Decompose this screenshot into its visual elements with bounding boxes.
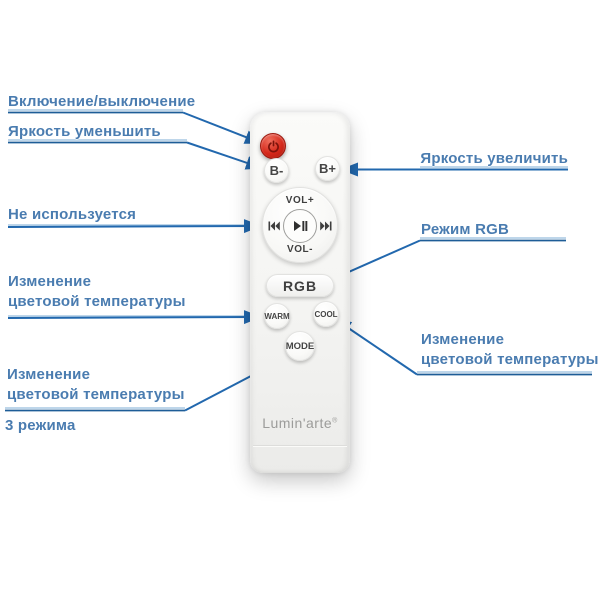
label-temp-right-line1: Изменение xyxy=(421,331,505,348)
play-pause-button[interactable] xyxy=(283,209,317,243)
label-temp-left: Изменение цветовой температуры xyxy=(8,272,186,312)
skip-back-icon[interactable] xyxy=(268,221,280,231)
label-temp-left-line1: Изменение xyxy=(8,273,92,290)
battery-cover-seam xyxy=(253,445,347,447)
power-icon xyxy=(267,140,279,152)
volume-up-label[interactable]: VOL+ xyxy=(285,195,315,206)
label-brightness-down: Яркость уменьшить xyxy=(8,123,161,140)
label-temp-bottom: Изменение цветовой температуры xyxy=(7,365,185,405)
warm-button[interactable]: WARM xyxy=(264,303,290,329)
label-rgb-mode: Режим RGB xyxy=(421,221,510,238)
brand-name: Lumin'arte xyxy=(262,415,333,431)
skip-forward-icon[interactable] xyxy=(320,221,332,231)
mode-button[interactable]: MODE xyxy=(285,331,315,361)
brand-registered-mark: ® xyxy=(332,417,338,425)
remote-control: B- B+ VOL+ VOL- RGB WARM COOL MODE Lumin… xyxy=(250,112,350,473)
media-pad: VOL+ VOL- xyxy=(262,187,338,263)
label-not-used: Не используется xyxy=(8,206,137,223)
label-temp-right-line2: цветовой температуры xyxy=(421,351,599,368)
brightness-plus-button[interactable]: B+ xyxy=(315,156,340,181)
brightness-minus-button[interactable]: B- xyxy=(264,158,289,183)
rgb-button[interactable]: RGB xyxy=(266,274,334,297)
volume-down-label[interactable]: VOL- xyxy=(287,244,313,255)
label-temp-right: Изменение цветовой температуры xyxy=(421,330,599,370)
brand-logo: Lumin'arte® xyxy=(250,415,350,431)
cool-button[interactable]: COOL xyxy=(313,301,339,327)
power-button[interactable] xyxy=(260,133,286,159)
label-temp-bottom-line1: Изменение xyxy=(7,366,91,383)
label-brightness-up: Яркость увеличить xyxy=(420,150,568,167)
label-temp-bottom-line2: цветовой температуры xyxy=(7,386,185,403)
play-pause-icon xyxy=(293,221,307,231)
label-temp-left-line2: цветовой температуры xyxy=(8,293,186,310)
label-power: Включение/выключение xyxy=(8,93,196,110)
label-temp-bottom-sub: 3 режима xyxy=(5,417,76,434)
